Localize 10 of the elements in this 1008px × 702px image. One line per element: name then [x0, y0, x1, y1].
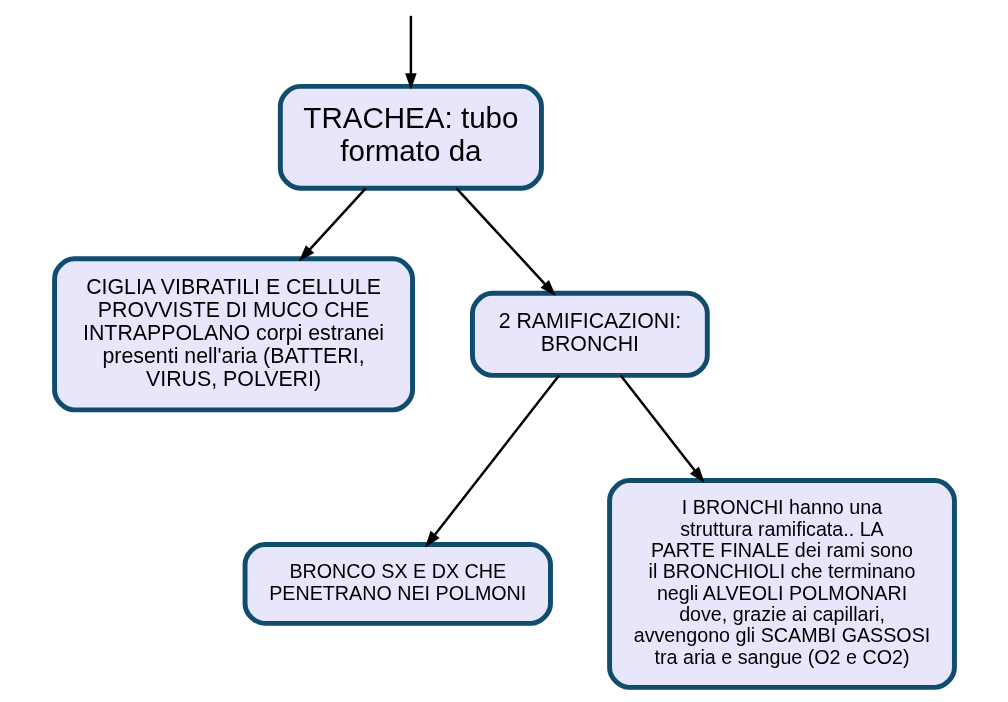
node-box: TRACHEA: tubo formato da: [277, 83, 544, 191]
node-box: CIGLIA VIBRATILI E CELLULE PROVVISTE DI MUCO CHE INTRAPPOLANO corpi estranei presenti nell'aria (BATTERI, VIRUS, POLVERI): [51, 256, 415, 413]
node-box: 2 RAMIFICAZIONI: BRONCHI: [469, 290, 710, 378]
arrow: [619, 374, 705, 484]
node-box: I BRONCHI hanno una struttura ramificata.. LA PARTE FINALE dei rami sono il BRONCHIOLI che terminano negli ALVEOLI POLMONARI dove, grazie ai capillari, avvengono gli SCAMBI GASSOSI tra aria e sangue (O2 e CO2): [606, 478, 957, 690]
arrow: [424, 374, 560, 548]
node-box: BRONCO SX E DX CHE PENETRANO NEI POLMONI: [242, 542, 553, 626]
arrow: [298, 187, 367, 262]
arrow: [455, 187, 556, 296]
arrow: [404, 15, 417, 90]
